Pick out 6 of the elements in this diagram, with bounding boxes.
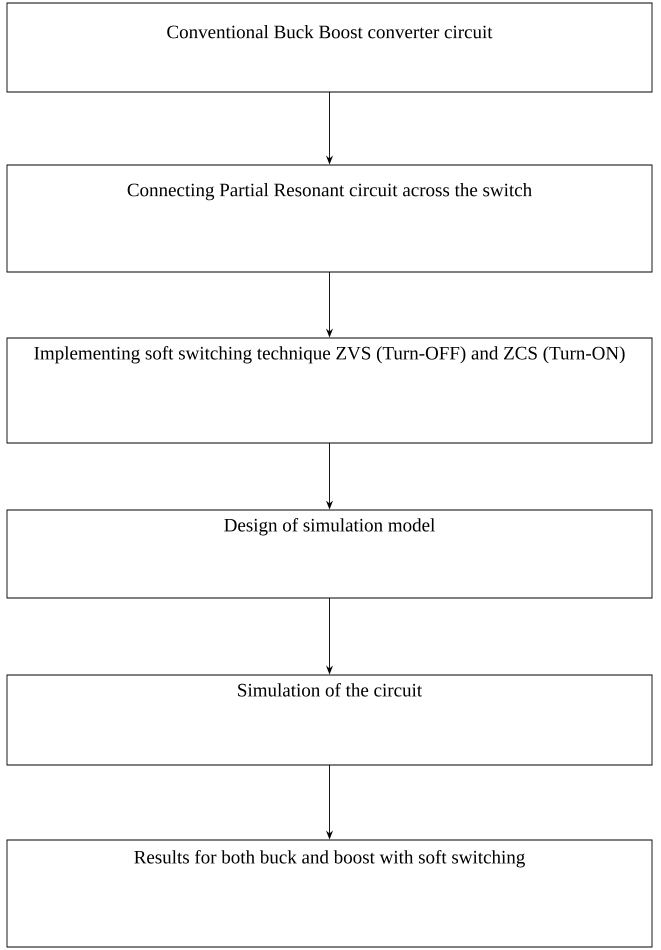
process-box: Results for both buck and boost with soft switching <box>6 840 652 948</box>
process-box: Design of simulation model <box>6 510 652 598</box>
process-box: Conventional Buck Boost converter circuit <box>6 2 652 92</box>
process-box: Simulation of the circuit <box>6 674 652 766</box>
process-box: Connecting Partial Resonant circuit across the switch <box>6 164 652 272</box>
process-box: Implementing soft switching technique ZVS (Turn-OFF) and ZCS (Turn-ON) <box>6 338 652 444</box>
